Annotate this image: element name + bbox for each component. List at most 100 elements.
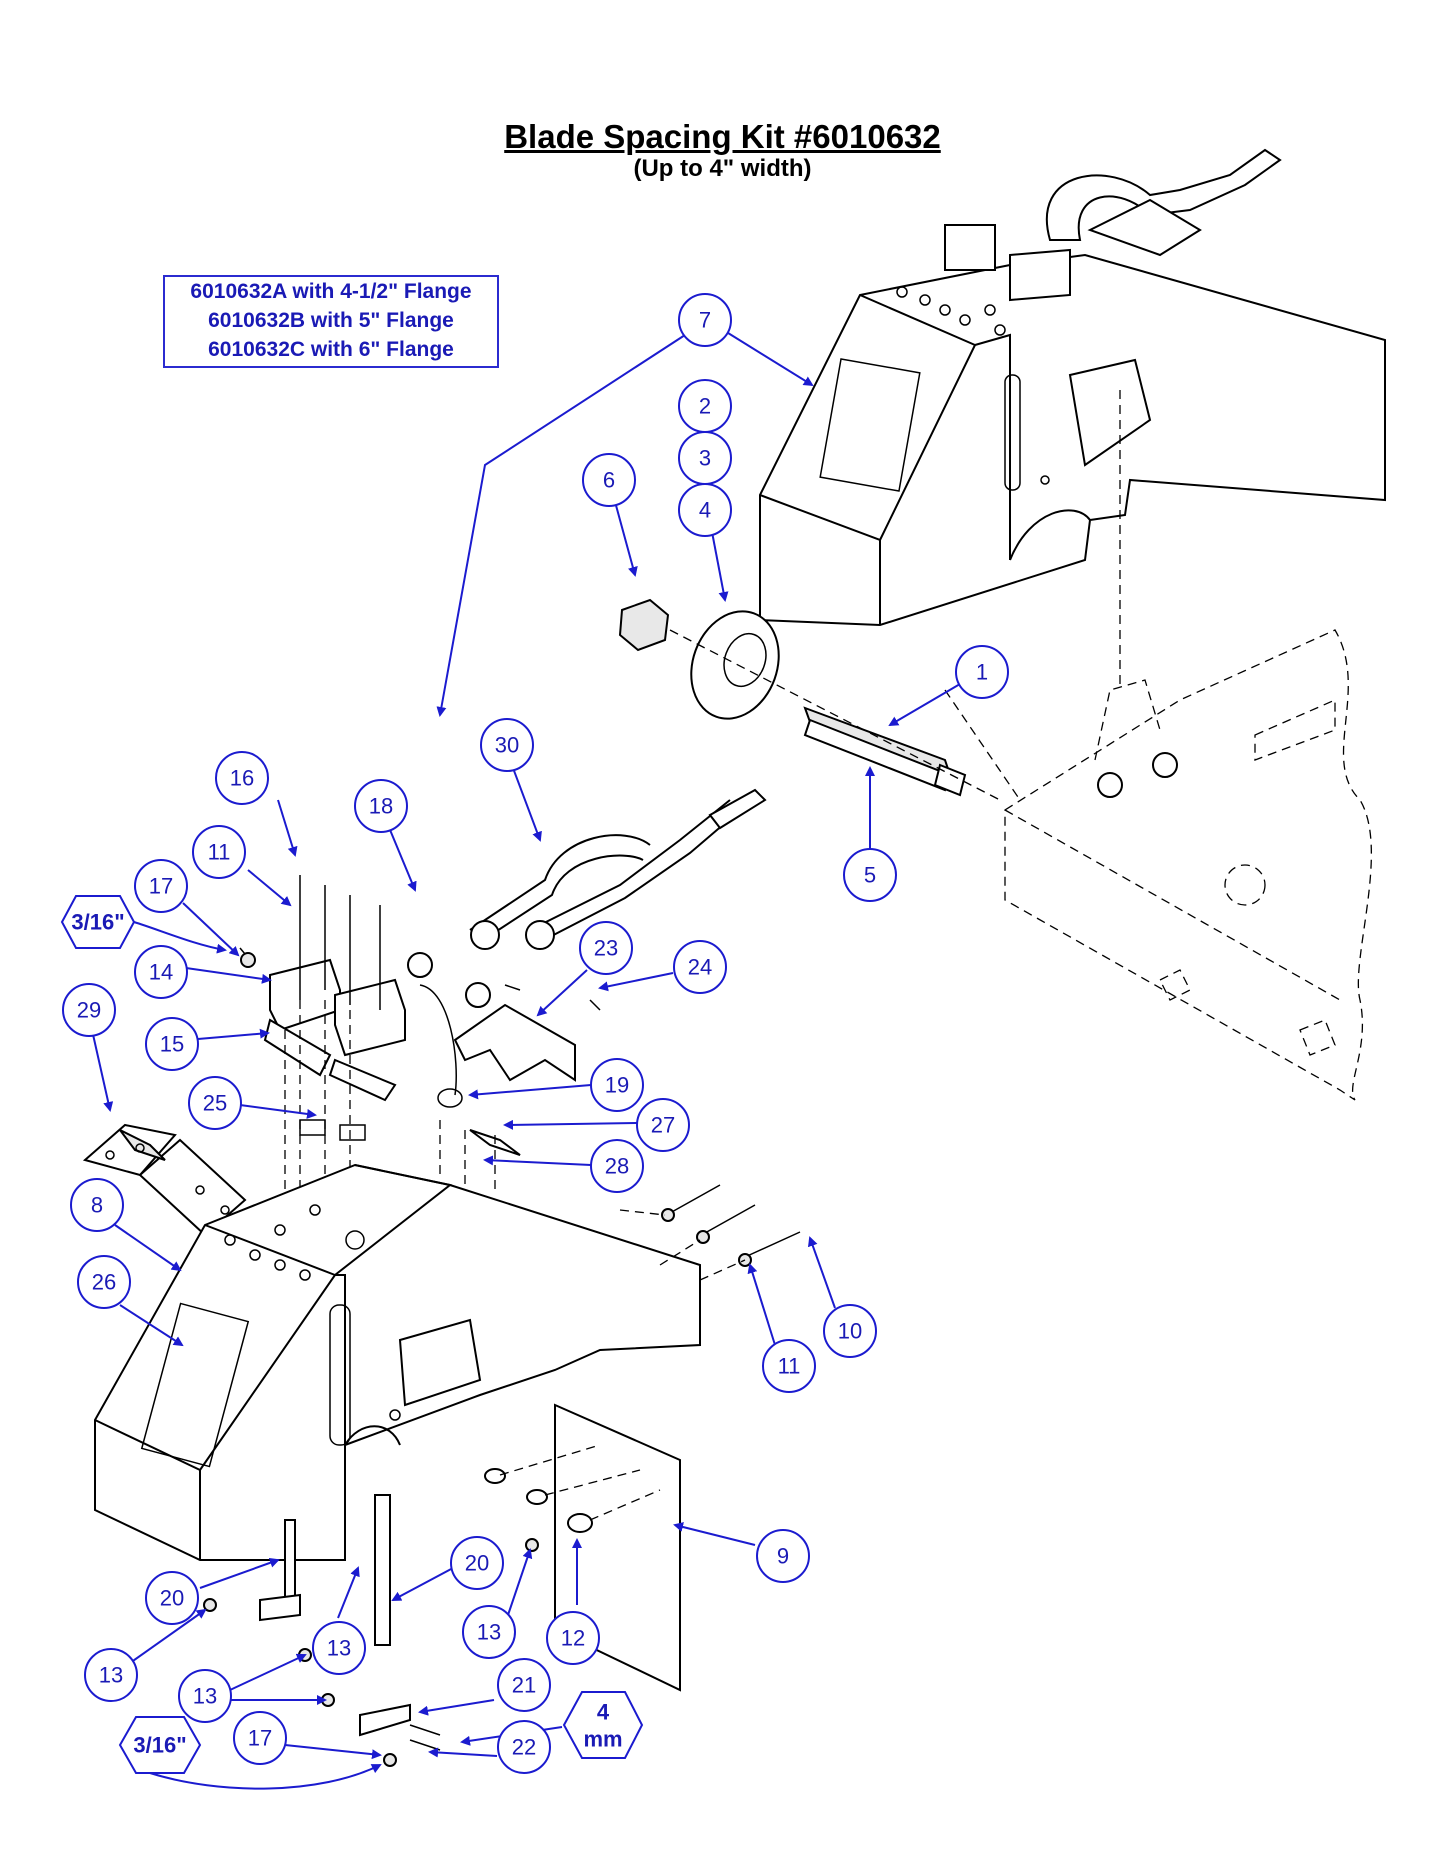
svg-text:13: 13	[193, 1684, 217, 1709]
callout-8: 8	[70, 1178, 124, 1232]
svg-text:13: 13	[99, 1663, 123, 1688]
callout-18: 18	[354, 779, 408, 833]
callout-1: 1	[955, 645, 1009, 699]
callout-19: 19	[590, 1058, 644, 1112]
svg-text:10: 10	[838, 1319, 862, 1344]
svg-text:20: 20	[160, 1586, 184, 1611]
kit-variant-box: 6010632A with 4-1/2" Flange 6010632B wit…	[163, 275, 499, 368]
bracket-and-pin	[419, 984, 601, 1195]
svg-text:7: 7	[699, 308, 711, 333]
diagram-title: Blade Spacing Kit #6010632	[504, 118, 941, 155]
callout-14: 14	[134, 945, 188, 999]
svg-text:13: 13	[477, 1620, 501, 1645]
svg-text:19: 19	[605, 1073, 629, 1098]
svg-text:16: 16	[230, 766, 254, 791]
svg-text:11: 11	[778, 1354, 801, 1379]
callout-13-mid: 13	[312, 1621, 366, 1675]
callout-11-lower: 11	[762, 1339, 816, 1393]
callout-7: 7	[678, 293, 732, 347]
callout-20-right: 20	[450, 1536, 504, 1590]
callout-2: 2	[678, 379, 732, 433]
diagram-subtitle: (Up to 4" width)	[633, 155, 812, 182]
svg-text:18: 18	[369, 794, 393, 819]
svg-text:26: 26	[92, 1270, 116, 1295]
callout-17-lower: 17	[233, 1711, 287, 1765]
variant-b-label: 6010632B with 5" Flange	[208, 309, 454, 332]
lower-struts	[203, 1494, 539, 1767]
callout-10: 10	[823, 1304, 877, 1358]
svg-text:3/16": 3/16"	[133, 1733, 186, 1758]
callout-3: 3	[678, 431, 732, 485]
callout-27: 27	[636, 1098, 690, 1152]
svg-text:mm: mm	[583, 1727, 622, 1752]
callout-25: 25	[188, 1076, 242, 1130]
callout-4: 4	[678, 483, 732, 537]
metric-size-tag: 4 mm	[562, 1691, 644, 1759]
svg-text:21: 21	[512, 1673, 536, 1698]
svg-text:4: 4	[597, 1700, 610, 1725]
svg-text:15: 15	[160, 1032, 184, 1057]
callout-leaders	[91, 327, 961, 1790]
svg-text:24: 24	[688, 955, 712, 980]
svg-text:5: 5	[864, 863, 876, 888]
svg-text:6: 6	[603, 468, 615, 493]
svg-text:29: 29	[77, 998, 101, 1023]
side-bolts	[619, 1184, 801, 1281]
svg-text:27: 27	[651, 1113, 675, 1138]
svg-text:25: 25	[203, 1091, 227, 1116]
callout-9: 9	[756, 1529, 810, 1583]
svg-text:2: 2	[699, 394, 711, 419]
callout-20-left: 20	[145, 1571, 199, 1625]
callout-30: 30	[480, 718, 534, 772]
svg-text:12: 12	[561, 1626, 585, 1651]
callout-22: 22	[497, 1720, 551, 1774]
svg-text:30: 30	[495, 733, 519, 758]
svg-text:17: 17	[248, 1726, 272, 1751]
variant-c-label: 6010632C with 6" Flange	[208, 338, 454, 361]
callout-13-right: 13	[462, 1605, 516, 1659]
svg-text:4: 4	[699, 498, 711, 523]
callout-13-lower: 13	[178, 1669, 232, 1723]
hex-wrench-size-lower: 3/16"	[118, 1716, 202, 1774]
svg-text:8: 8	[91, 1193, 103, 1218]
callout-23: 23	[579, 921, 633, 975]
svg-text:22: 22	[512, 1735, 536, 1760]
upper-blade-guard-assembly	[759, 148, 1386, 627]
svg-text:28: 28	[605, 1154, 629, 1179]
callout-29: 29	[62, 983, 116, 1037]
svg-text:3/16": 3/16"	[71, 910, 124, 935]
callout-17-upper: 17	[134, 859, 188, 913]
svg-text:13: 13	[327, 1636, 351, 1661]
callout-16: 16	[215, 751, 269, 805]
tool-size-tags: 3/16" 3/16" 4 mm	[60, 895, 644, 1774]
callout-bubbles: 7 2 3 4 6 1 5 30 16 18 11 17 14 15 29 23…	[62, 293, 1009, 1774]
svg-text:14: 14	[149, 960, 173, 985]
saw-frame-outline	[944, 390, 1372, 1101]
callout-24: 24	[673, 940, 727, 994]
variant-a-label: 6010632A with 4-1/2" Flange	[190, 280, 472, 303]
svg-text:17: 17	[149, 874, 173, 899]
svg-text:9: 9	[777, 1544, 789, 1569]
callout-26: 26	[77, 1255, 131, 1309]
callout-15: 15	[145, 1017, 199, 1071]
callout-12: 12	[546, 1611, 600, 1665]
svg-text:3: 3	[699, 446, 711, 471]
svg-text:11: 11	[208, 840, 231, 865]
callout-13-far-left: 13	[84, 1648, 138, 1702]
callout-6: 6	[582, 453, 636, 507]
callout-11-upper: 11	[192, 825, 246, 879]
svg-text:1: 1	[976, 660, 988, 685]
water-hose-assembly	[407, 788, 767, 1008]
arbor-shaft-parts	[618, 598, 1001, 801]
callout-21: 21	[497, 1658, 551, 1712]
lower-blade-guard	[94, 1163, 701, 1561]
mount-blocks-and-bolts	[239, 875, 406, 1360]
svg-text:23: 23	[594, 936, 618, 961]
hex-wrench-size-upper: 3/16"	[60, 895, 227, 954]
callout-5: 5	[843, 848, 897, 902]
hinge-plates	[82, 1123, 247, 1237]
callout-28: 28	[590, 1139, 644, 1193]
svg-text:20: 20	[465, 1551, 489, 1576]
